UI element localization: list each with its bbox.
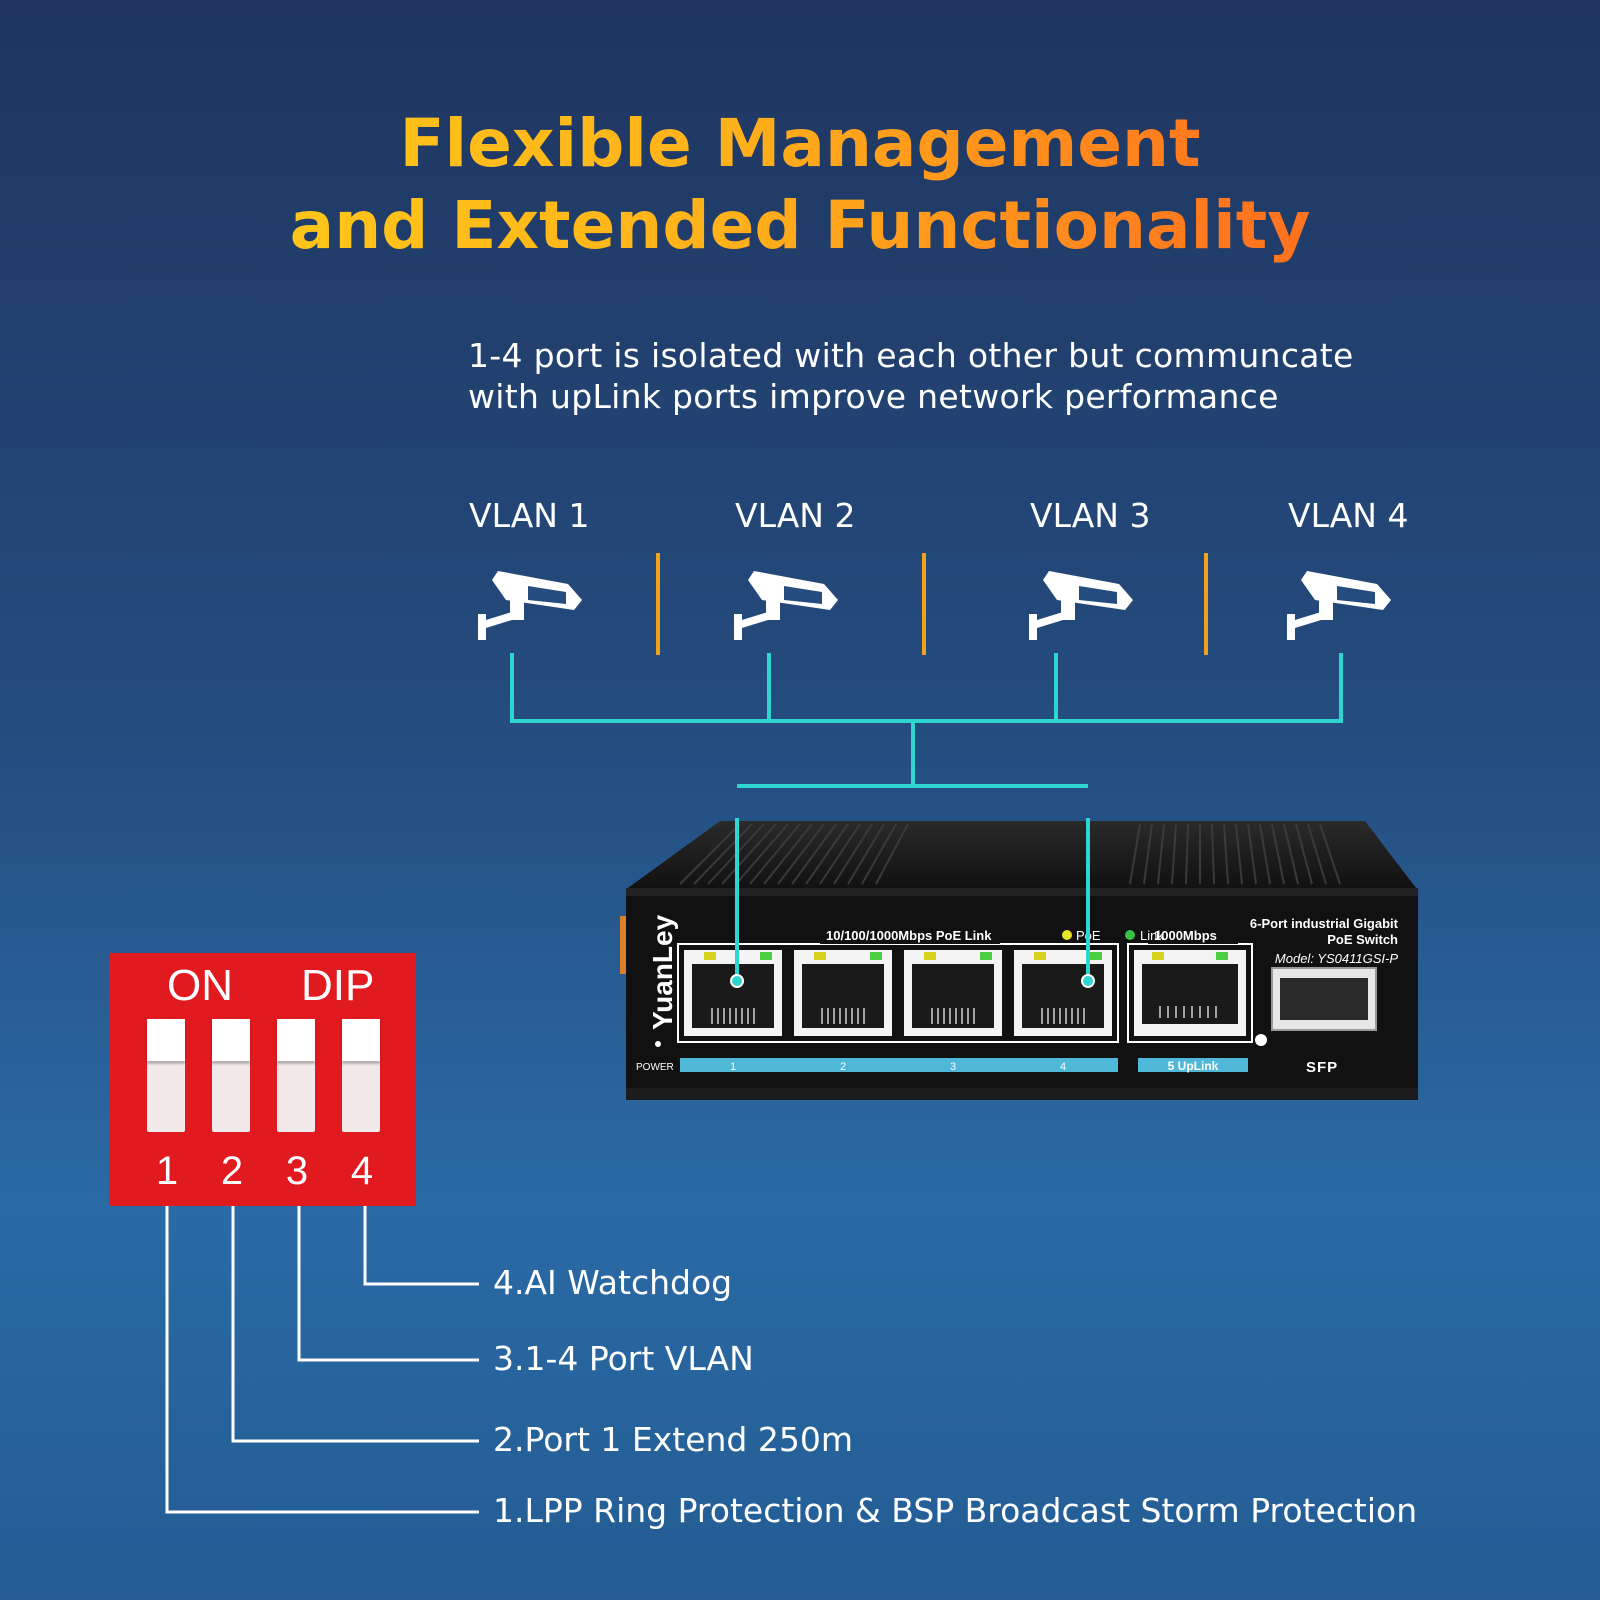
description-line-2: with upLink ports improve network perfor… [468, 377, 1279, 416]
vlan-label-3: VLAN 3 [1030, 496, 1151, 535]
dip-switch: ON DIP 1 2 3 4 [109, 953, 416, 1206]
dip-knob [147, 1019, 185, 1061]
ethernet-port[interactable] [1014, 950, 1112, 1036]
port-number-2: 2 [840, 1061, 846, 1073]
dip-knob [342, 1019, 380, 1061]
network-switch: YuanLey POWER 10/100/1000Mbps PoE Link 1… [620, 818, 1418, 1100]
dip-knob [277, 1019, 315, 1061]
camera-wire-bus [510, 653, 1343, 788]
uplink-speed-header: 1000Mbps [1154, 928, 1217, 943]
product-line-1: 6-Port industrial Gigabit [1250, 916, 1399, 931]
product-line-2: PoE Switch [1327, 932, 1398, 947]
uplink-port-label: 5 UpLink [1168, 1059, 1219, 1073]
dip-knob [212, 1019, 250, 1061]
uplink-port[interactable] [1134, 950, 1246, 1036]
function-label-4: 4.AI Watchdog [493, 1263, 733, 1302]
dip-label: DIP [301, 961, 375, 1010]
vlan-label-1: VLAN 1 [469, 496, 590, 535]
port-wire-drops [735, 818, 1090, 980]
legend-link: Link [1140, 928, 1164, 943]
security-camera-icon [734, 571, 838, 640]
port-number-3: 3 [950, 1061, 956, 1073]
vlan-label-2: VLAN 2 [735, 496, 856, 535]
dip-toggle-3[interactable] [277, 1019, 315, 1132]
ethernet-port[interactable] [684, 950, 782, 1036]
function-label-3: 3.1-4 Port VLAN [493, 1339, 754, 1378]
security-camera-icon [1029, 571, 1133, 640]
dip-toggle-2[interactable] [212, 1019, 250, 1132]
ethernet-port[interactable] [794, 950, 892, 1036]
security-camera-icon [1287, 571, 1391, 640]
dip-number-4: 4 [350, 1149, 374, 1193]
description-line-1: 1-4 port is isolated with each other but… [468, 336, 1354, 375]
dip-on-label: ON [167, 961, 233, 1010]
port-number-4: 4 [1060, 1061, 1066, 1073]
dip-number-1: 1 [155, 1149, 179, 1193]
dip-leader-lines [165, 1206, 479, 1514]
function-label-2: 2.Port 1 Extend 250m [493, 1420, 853, 1459]
vlan-label-4: VLAN 4 [1288, 496, 1409, 535]
brand-logo: YuanLey [647, 914, 678, 1030]
ethernet-port[interactable] [904, 950, 1002, 1036]
title-line-2: and Extended Functionality [0, 185, 1600, 267]
dip-toggle-1[interactable] [147, 1019, 185, 1132]
model-number: Model: YS0411GSI-P [1275, 951, 1398, 966]
power-label: POWER [636, 1062, 674, 1073]
dip-toggle-4[interactable] [342, 1019, 380, 1132]
function-label-1: 1.LPP Ring Protection & BSP Broadcast St… [493, 1491, 1418, 1530]
port-number-1: 1 [730, 1061, 736, 1073]
security-camera-icon [478, 571, 582, 640]
sfp-label: SFP [1306, 1059, 1338, 1076]
dip-number-2: 2 [220, 1149, 244, 1193]
title-line-1: Flexible Management [0, 103, 1600, 185]
poe-link-header: 10/100/1000Mbps PoE Link [826, 928, 992, 943]
dip-number-3: 3 [285, 1149, 309, 1193]
